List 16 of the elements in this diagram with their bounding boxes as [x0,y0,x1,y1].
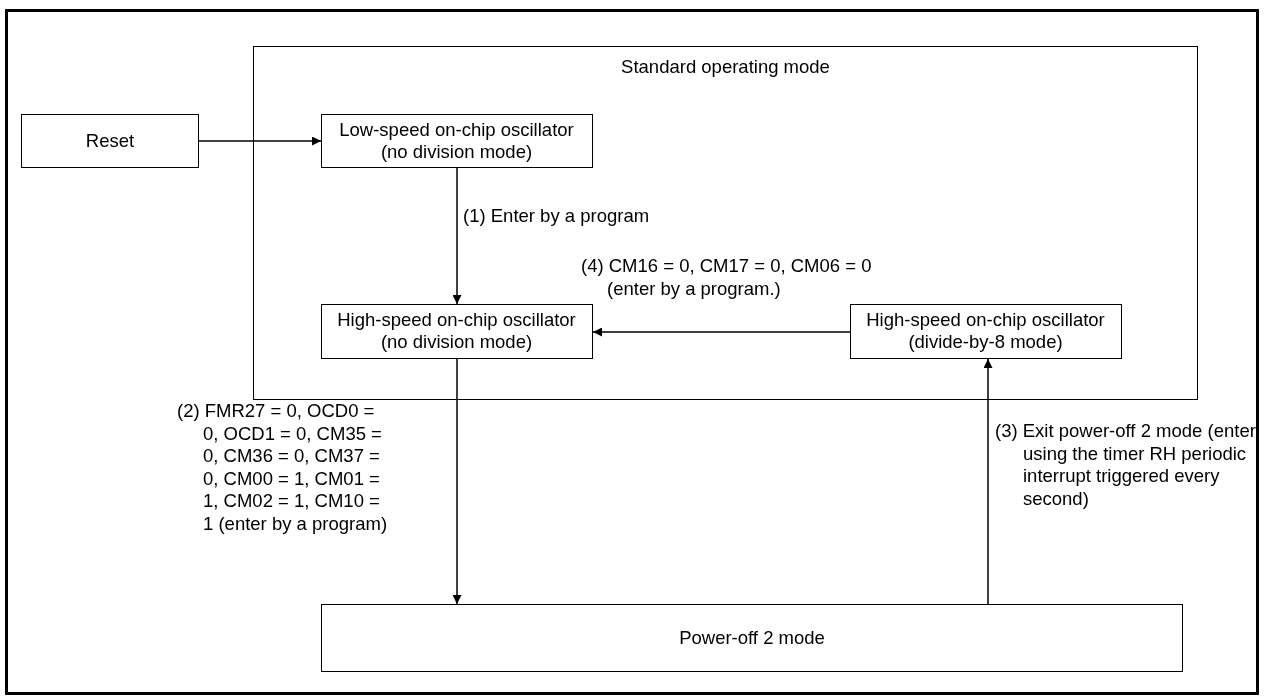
state-box [321,604,1183,672]
state-box [21,114,199,168]
arrow [452,358,462,605]
state-label: Low-speed on-chip oscillator (no division mode) [338,118,575,163]
state-box [320,303,593,359]
state-box [320,113,593,168]
state-label: Reset [85,130,135,152]
state-label: High-speed on-chip oscillator (no division mode) [336,309,577,353]
state-label: Power-off 2 mode [679,627,825,649]
arrow [198,136,322,146]
arrow [983,358,993,605]
arrow [452,167,462,305]
arrow [592,327,851,337]
group-title: Standard operating mode [620,57,831,77]
state-label: High-speed on-chip oscillator (divide-by-8 mode) [865,309,1106,353]
state-box [849,303,1122,359]
